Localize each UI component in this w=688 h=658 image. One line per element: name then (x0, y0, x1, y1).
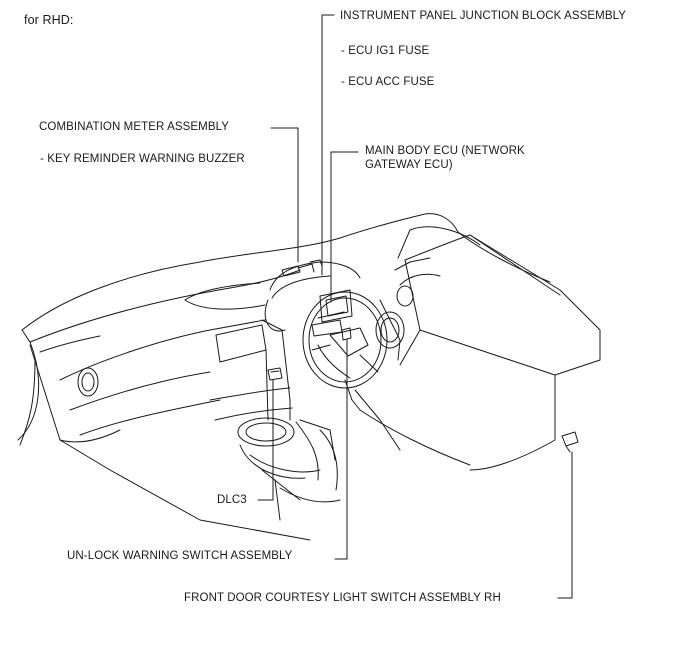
door-switch-marker (561, 431, 579, 447)
label-main-body-ecu-line2: GATEWAY ECU) (365, 159, 453, 171)
label-dlc3: DLC3 (217, 494, 247, 506)
label-front-door-courtesy-switch: FRONT DOOR COURTESY LIGHT SWITCH ASSEMBL… (184, 592, 501, 604)
dlc3-connector (267, 367, 283, 381)
leader-dlc3 (257, 379, 274, 501)
steering-wheel (302, 291, 405, 389)
label-combination-meter: COMBINATION METER ASSEMBLY (39, 121, 230, 133)
leader-combination-meter (270, 127, 299, 263)
variant-label: for RHD: (24, 13, 74, 27)
part-markers (267, 327, 579, 453)
unlock-switch-marker (341, 327, 352, 341)
leader-door-switch (557, 451, 573, 599)
label-main-body-ecu-line1: MAIN BODY ECU (NETWORK (365, 145, 525, 157)
label-ecu-acc-fuse: - ECU ACC FUSE (341, 76, 435, 88)
label-instrument-panel-jb: INSTRUMENT PANEL JUNCTION BLOCK ASSEMBLY (340, 10, 627, 22)
label-ecu-ig1-fuse: - ECU IG1 FUSE (341, 45, 430, 57)
leader-main-body-ecu (330, 151, 359, 303)
driver-side (344, 226, 601, 471)
leader-lines (257, 14, 573, 599)
label-key-reminder-buzzer: - KEY REMINDER WARNING BUZZER (40, 153, 245, 165)
leader-unlock-switch (334, 339, 348, 560)
center-console (209, 319, 341, 521)
leader-instrument-panel-jb (321, 14, 335, 276)
label-unlock-warning-switch: UN-LOCK WARNING SWITCH ASSEMBLY (67, 550, 293, 562)
dashboard-outline (17, 213, 459, 541)
